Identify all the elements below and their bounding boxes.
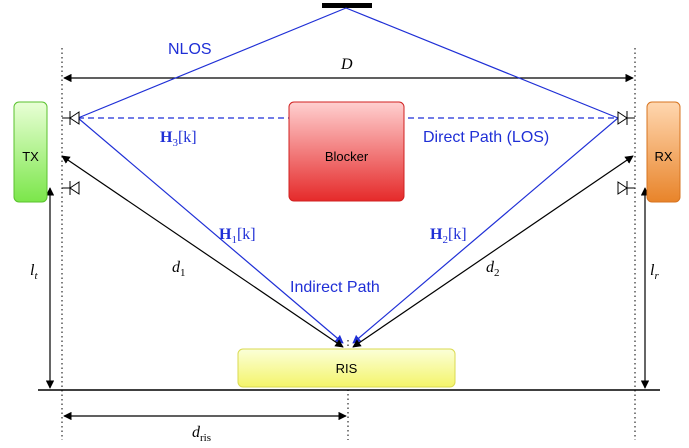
blocker-label: Blocker [325, 149, 369, 164]
h2-label: H2[k] [430, 226, 467, 246]
reflector-bar [322, 3, 372, 8]
h1-label: H1[k] [219, 226, 256, 246]
lr-label: lr [650, 262, 659, 282]
direct-path-label: Direct Path (LOS) [423, 129, 549, 146]
dris-label: dris [192, 424, 211, 444]
tx-box [13, 101, 48, 203]
rx-label: RX [654, 149, 672, 164]
ris-label: RIS [336, 361, 358, 376]
ris-box [237, 348, 456, 388]
rx-antenna-bottom-icon [617, 181, 635, 195]
blocker-box [288, 101, 405, 202]
distance-d2-arrow [352, 155, 634, 348]
lt-label: lt [30, 262, 38, 282]
h3-label: H3[k] [160, 129, 197, 149]
D-label: D [340, 56, 353, 73]
rx-antenna-top-icon [617, 111, 628, 125]
tx-antenna-top-icon [69, 111, 80, 125]
rx-box [646, 101, 681, 203]
tx-antenna-bottom-icon [62, 181, 80, 195]
distance-d1-arrow [61, 155, 344, 348]
d2-label: d2 [486, 259, 500, 279]
nlos-path-tx [77, 7, 347, 119]
nlos-label: NLOS [168, 41, 212, 58]
tx-label: TX [22, 149, 39, 164]
indirect-path-label: Indirect Path [290, 279, 380, 296]
d1-label: d1 [172, 259, 186, 279]
nlos-path-rx [345, 7, 619, 119]
